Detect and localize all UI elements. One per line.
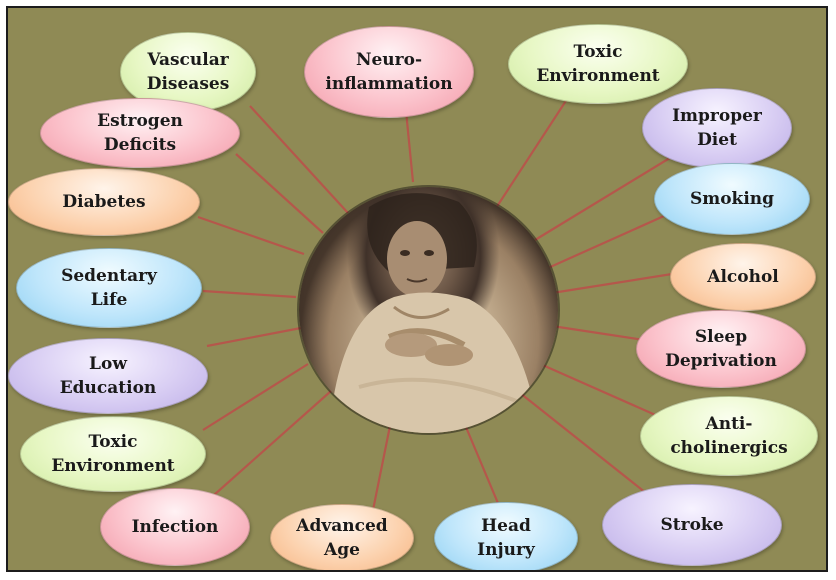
connector-advanced-age [373, 421, 391, 510]
node-toxic-environment-top: Toxic Environment [508, 24, 688, 104]
node-smoking: Smoking [654, 163, 810, 235]
node-head-injury: Head Injury [434, 502, 578, 572]
diagram-frame: Vascular Diseases Neuro- inflammation To… [6, 6, 828, 572]
connector-diabetes [198, 217, 304, 254]
connector-alcohol [552, 274, 672, 293]
connector-sedentary-life [203, 291, 296, 297]
connector-sleep-deprivation [552, 326, 644, 340]
node-sedentary-life: Sedentary Life [16, 248, 202, 328]
center-photo [299, 187, 558, 433]
node-estrogen-deficits: Estrogen Deficits [40, 98, 240, 168]
node-improper-diet: Improper Diet [642, 88, 792, 168]
node-infection: Infection [100, 488, 250, 566]
elderly-woman-portrait [299, 187, 558, 433]
node-neuroinflammation: Neuro- inflammation [304, 26, 474, 118]
node-diabetes: Diabetes [8, 168, 200, 236]
connector-head-injury [463, 420, 500, 508]
node-toxic-environment-bottom: Toxic Environment [20, 416, 206, 492]
connector-smoking [548, 216, 664, 268]
connector-toxic-environment-bottom [203, 364, 308, 430]
node-low-education: Low Education [8, 338, 208, 414]
node-anticholinergics: Anti- cholinergics [640, 396, 818, 476]
connector-low-education [207, 328, 301, 346]
node-alcohol: Alcohol [670, 243, 816, 311]
connector-neuroinflammation [406, 111, 413, 182]
node-advanced-age: Advanced Age [270, 504, 414, 572]
node-sleep-deprivation: Sleep Deprivation [636, 310, 806, 388]
node-stroke: Stroke [602, 484, 782, 566]
